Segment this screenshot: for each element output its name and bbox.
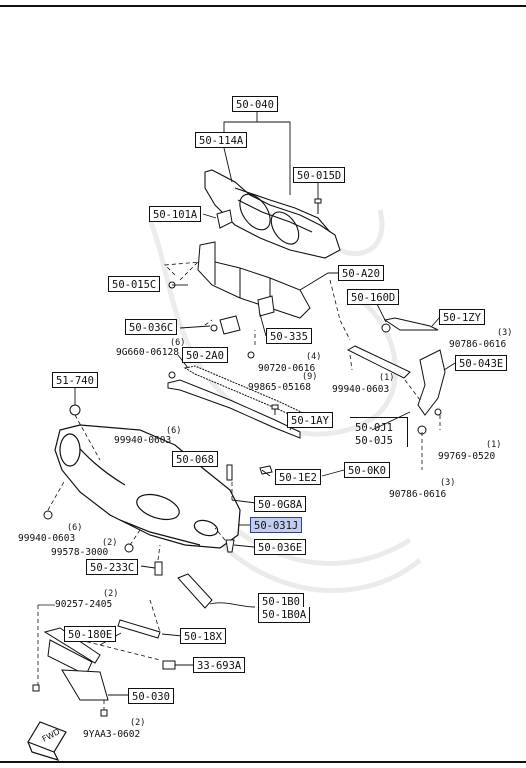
label-group-50-0j1-0j5 xyxy=(350,417,408,447)
label-50-036e[interactable]: 50-036E xyxy=(254,539,307,555)
label-50-030[interactable]: 50-030 xyxy=(128,688,174,704)
label-50-043e[interactable]: 50-043E xyxy=(455,355,508,371)
label-50-2a0[interactable]: 50-2A0 xyxy=(182,347,228,363)
side-bracket-art xyxy=(346,317,446,435)
side-bracket-leaders xyxy=(349,354,441,470)
label-50-0g8a[interactable]: 50-0G8A xyxy=(254,496,307,512)
part-99940b[interactable]: 99940-0603 xyxy=(114,435,172,446)
label-50-1zy[interactable]: 50-1ZY xyxy=(439,309,485,325)
qty-99578: (2) xyxy=(102,538,118,548)
label-50-1e2[interactable]: 50-1E2 xyxy=(275,469,321,485)
label-50-114a[interactable]: 50-114A xyxy=(195,132,248,148)
qty-99940c: (6) xyxy=(67,523,83,533)
qty-99865: (9) xyxy=(302,372,318,382)
part-90786a[interactable]: 90786-0616 xyxy=(449,339,507,350)
label-50-068[interactable]: 50-068 xyxy=(172,451,218,467)
label-50-18x[interactable]: 50-18X xyxy=(180,628,226,644)
bumper-reinforcement xyxy=(204,169,341,259)
label-50-a20[interactable]: 50-A20 xyxy=(338,265,384,281)
bolt-50-015d-art xyxy=(314,198,322,214)
fascia-leaders xyxy=(47,414,233,561)
label-50-0j5[interactable]: 50-0J5 xyxy=(355,435,393,447)
label-50-015d[interactable]: 50-015D xyxy=(293,167,346,183)
label-50-015c[interactable]: 50-015C xyxy=(108,276,161,292)
qty-90786b: (3) xyxy=(440,478,456,488)
qty-9g660: (6) xyxy=(170,338,186,348)
label-51-740[interactable]: 51-740 xyxy=(52,372,98,388)
lower-bracket-art xyxy=(32,619,176,717)
part-9g660[interactable]: 9G660-06128 xyxy=(116,347,179,358)
part-99769[interactable]: 99769-0520 xyxy=(438,451,496,462)
assembly-leaders xyxy=(164,261,351,345)
qty-90257: (2) xyxy=(103,589,119,599)
grille-art xyxy=(177,573,213,609)
part-99865[interactable]: 99865-05168 xyxy=(248,382,311,393)
part-90786b[interactable]: 90786-0616 xyxy=(389,489,447,500)
label-50-036c[interactable]: 50-036C xyxy=(125,319,178,335)
bumper-fascia-art xyxy=(54,424,241,549)
clip-parts-art xyxy=(43,281,273,576)
support-bracket-art xyxy=(197,241,311,335)
qty-99769: (1) xyxy=(486,440,502,450)
label-50-031j[interactable]: 50-031J xyxy=(250,517,303,533)
callout-leaders xyxy=(74,111,456,696)
qty-9yaa3: (2) xyxy=(130,718,146,728)
label-50-160d[interactable]: 50-160D xyxy=(347,289,400,305)
qty-99940a: (1) xyxy=(379,373,395,383)
part-90257[interactable]: 90257-2405 xyxy=(55,599,113,610)
fwd-arrow-icon: FWD xyxy=(27,721,67,761)
qty-99940b: (6) xyxy=(166,426,182,436)
label-50-233c[interactable]: 50-233C xyxy=(86,559,139,575)
label-50-1b0a[interactable]: 50-1B0A xyxy=(258,607,311,623)
label-50-180e[interactable]: 50-180E xyxy=(64,626,117,642)
part-99940c[interactable]: 99940-0603 xyxy=(18,533,76,544)
lower-leaders xyxy=(37,599,161,710)
label-50-0k0[interactable]: 50-0K0 xyxy=(344,462,390,478)
qty-90720: (4) xyxy=(306,352,322,362)
part-9yaa3[interactable]: 9YAA3-0602 xyxy=(83,729,141,740)
bracket-50-101a-art xyxy=(216,209,233,229)
part-90720[interactable]: 90720-0616 xyxy=(258,363,316,374)
label-50-1b0[interactable]: 50-1B0 xyxy=(258,593,304,609)
label-50-0j1[interactable]: 50-0J1 xyxy=(355,422,393,434)
part-99940a[interactable]: 99940-0603 xyxy=(332,384,390,395)
label-33-693a[interactable]: 33-693A xyxy=(193,657,246,673)
label-50-040[interactable]: 50-040 xyxy=(232,96,278,112)
label-50-101a[interactable]: 50-101A xyxy=(149,206,202,222)
label-50-335[interactable]: 50-335 xyxy=(266,328,312,344)
label-50-1ay[interactable]: 50-1AY xyxy=(287,412,333,428)
part-99578[interactable]: 99578-3000 xyxy=(51,547,109,558)
qty-90786a: (3) xyxy=(497,328,513,338)
